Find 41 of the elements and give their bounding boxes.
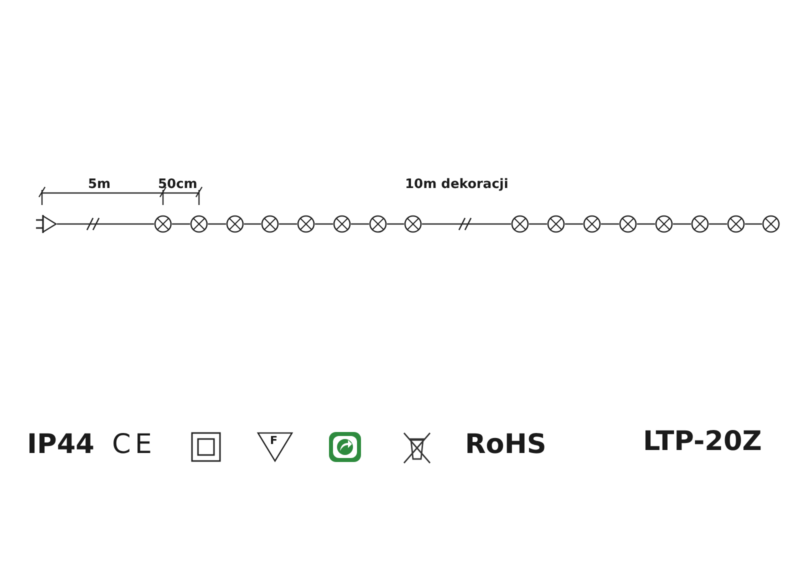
lamp-symbol [762,215,780,233]
wire [673,223,691,225]
lamp-symbol [369,215,387,233]
wire [208,223,226,225]
wire [387,223,404,225]
wire [351,223,369,225]
mark-letter: F [270,435,278,446]
lamp-symbol [404,215,422,233]
dimension-label: 50cm [158,178,198,191]
lamp-symbol [261,215,279,233]
lamp-symbol [333,215,351,233]
wire [529,223,547,225]
wire [565,223,583,225]
lamp-symbol [511,215,529,233]
model-number: LTP-20Z [643,428,762,455]
dimension-label: 10m dekoracji [405,178,508,191]
plug-symbol [35,214,57,234]
lamp-symbol [226,215,244,233]
dimension-label: 5m [88,178,111,191]
lamp-symbol [154,215,172,233]
wire [637,223,655,225]
wire [315,223,333,225]
lamp-symbol [655,215,673,233]
wire [244,223,261,225]
lamp-symbol [547,215,565,233]
wire [601,223,619,225]
wire [745,223,762,225]
lamp-symbol [297,215,315,233]
lamp-symbol [190,215,208,233]
wire [279,223,297,225]
wire [57,223,154,225]
wire [422,223,511,225]
lamp-symbol [691,215,709,233]
lamp-symbol [727,215,745,233]
compliance-label: RoHS [465,431,546,458]
lamp-symbol [619,215,637,233]
conformity-mark: CE [112,431,156,458]
rating-label: IP44 [27,431,94,458]
lamp-symbol [583,215,601,233]
wire [172,223,190,225]
wire [709,223,727,225]
